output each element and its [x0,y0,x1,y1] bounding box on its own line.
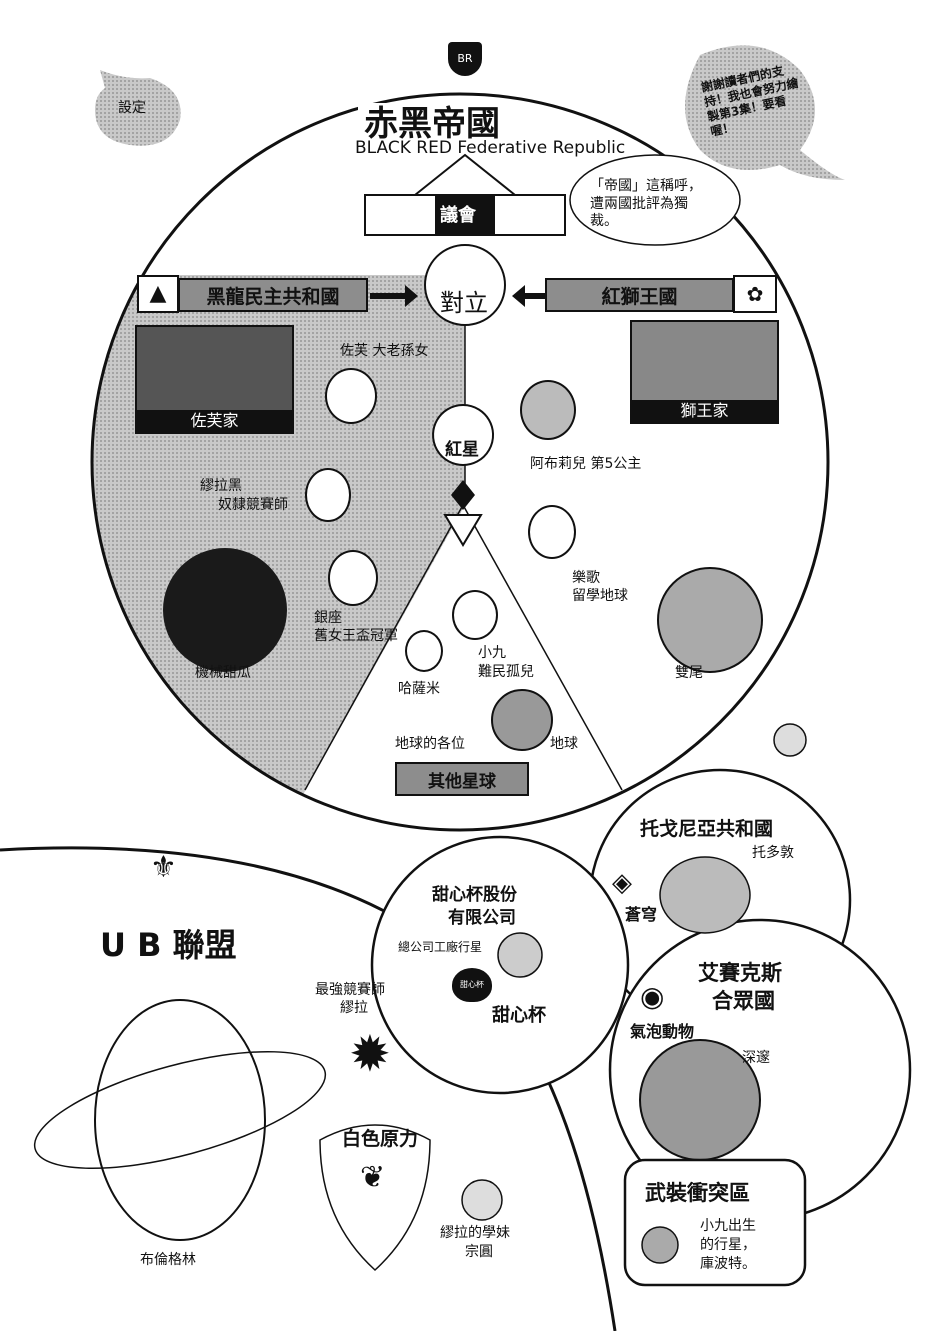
ub-emblem-icon: ⚜ [150,850,177,885]
togonia-name: 托戈尼亞共和國 [640,818,774,840]
earthlings-label: 地球的各位 [395,736,465,752]
red-star-emblem-icon [451,480,475,510]
black-dragon-flag-icon: ▲ [137,275,179,313]
ub-name: U B 聯盟 [100,926,237,964]
empire-emblem-icon: BR [448,42,482,76]
empire-subtitle: BLACK RED Federative Republic [355,138,626,158]
kokonoe-name: 小九 [478,645,506,661]
hasami-label: 哈薩米 [398,681,440,697]
red-lion-flag-icon: ✿ [733,275,777,313]
togonia-planet: 托多敦 [752,845,794,861]
ginza-face-icon [328,550,378,606]
sweetheart-name-2: 有限公司 [448,908,516,928]
abril-face-icon [520,380,576,440]
sweetheart-name-1: 甜心杯股份 [432,885,517,905]
empire-note: 「帝國」這稱呼，遭兩國批評為獨裁。 [590,178,702,229]
junior-label: 繆拉的學妹 [440,1225,510,1241]
parliament-building-icon [364,153,566,236]
war-zone-note-1: 小九出生 [700,1218,756,1234]
ixex-name-1: 艾賽克斯 [698,961,782,985]
sweetheart-logo-icon: 甜心杯 [452,968,492,1002]
machine-melon-label: 機械甜瓜 [195,665,251,681]
other-planets-name: 其他星球 [395,762,529,796]
ginza-role: 舊女王盃冠軍 [314,628,398,644]
machine-melon-planet-icon [163,548,287,672]
parliament-label: 議會 [440,205,476,226]
kokonoe-face-icon [452,590,498,640]
bubble-animal-label: 氣泡動物 [630,1022,695,1041]
myura-black-name: 繆拉黑 [200,478,242,494]
ixex-planet-label: 深邃 [742,1050,770,1066]
myura-black-face-icon [305,468,351,522]
myura-spiky-face-icon: ✹ [349,1025,391,1083]
corner-bubble [95,70,181,146]
kokonoe-role: 難民孤兒 [478,664,534,680]
abril-label: 阿布莉兒 第5公主 [530,456,642,472]
myura-black-role: 奴隸競賽師 [218,497,288,513]
hasami-face-icon [405,630,443,672]
bubble-animal-emblem-icon: ◉ [640,980,665,1013]
zofu-family-photo: 佐芙家 [135,325,294,434]
zofu-label: 佐芙 大老孫女 [340,343,429,359]
war-zone-name: 武裝衝突區 [645,1181,750,1205]
earth-label: 地球 [550,736,578,752]
ginza-name: 銀座 [314,610,342,626]
rakka-face-icon [528,505,576,559]
lion-family-photo: 獅王家 [630,320,779,424]
conflict-label: 對立 [440,289,488,317]
conflict-cloud [424,244,506,326]
sweetheart-brand: 甜心杯 [492,1005,546,1026]
sky-label: 蒼穹 [625,905,658,924]
red-star-label: 紅星 [445,440,479,460]
red-lion-name: 紅獅王國 [545,278,734,312]
earth-planet-icon [491,689,553,751]
lion-family-caption: 獅王家 [632,400,777,422]
war-zone-note-3: 庫波特。 [700,1256,756,1272]
black-dragon-name: 黑龍民主共和國 [178,278,368,312]
zofu-face-icon [325,368,377,424]
junior-name: 宗圓 [465,1244,493,1260]
rakka-role: 留學地球 [572,588,628,604]
empire-title: 赤黑帝國 [358,103,506,146]
twin-tail-planet-icon [657,567,763,673]
ixex-name-2: 合眾國 [712,989,775,1013]
sweetheart-hq-label: 總公司工廠行星 [398,940,483,954]
rakka-name: 樂歌 [572,570,600,586]
sky-emblem-icon: ◈ [612,868,632,898]
brenglin-label: 布倫格林 [140,1252,196,1268]
author-note-bubble [685,45,845,180]
corner-label: 設定 [118,100,146,116]
brenglin-planet-icon [94,999,266,1241]
war-zone-note-2: 的行星， [700,1237,756,1253]
white-force-emblem-icon: ❦ [360,1160,386,1195]
white-force-label: 白色原力 [342,1128,419,1150]
empire-circle [90,92,830,832]
champion-title: 最強競賽師 [315,982,385,998]
champion-name: 繆拉 [340,1000,368,1016]
twin-tail-label: 雙尾 [675,665,703,681]
zofu-family-caption: 佐芙家 [137,410,292,432]
